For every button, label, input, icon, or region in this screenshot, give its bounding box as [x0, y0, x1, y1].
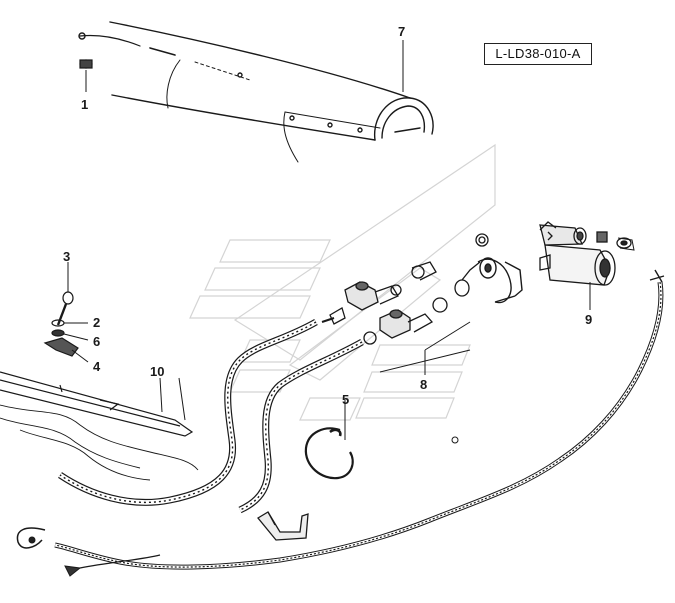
reference-code-box: L-LD38-010-A: [484, 43, 592, 65]
battery-cable-a: [58, 318, 318, 506]
callout-2: 2: [93, 315, 101, 330]
battery-cable-b: [238, 338, 364, 514]
callout-3: 3: [63, 249, 71, 264]
watermark-logo: [189, 143, 496, 421]
callout-1: 1: [81, 97, 89, 112]
leader-lines: [178, 40, 404, 421]
clamp-part-5: [304, 400, 354, 480]
starter-motor-part-9: [539, 221, 635, 310]
terminals-part-8: [321, 233, 489, 375]
callout-5: 5: [342, 392, 350, 407]
rail-part-10: [0, 371, 199, 481]
wiring-harness: [16, 269, 665, 577]
tank-cover-part-7: [78, 21, 434, 163]
bracket: [257, 511, 309, 541]
callout-10: 10: [150, 364, 165, 379]
cap-part-1: [79, 59, 93, 92]
fastener-group: [43, 262, 89, 363]
callout-6: 6: [93, 334, 101, 349]
callout-9: 9: [585, 312, 593, 327]
callout-4: 4: [93, 359, 101, 374]
callout-8: 8: [420, 377, 428, 392]
callout-7: 7: [398, 24, 406, 39]
cable-end-cylinder: [477, 257, 523, 304]
